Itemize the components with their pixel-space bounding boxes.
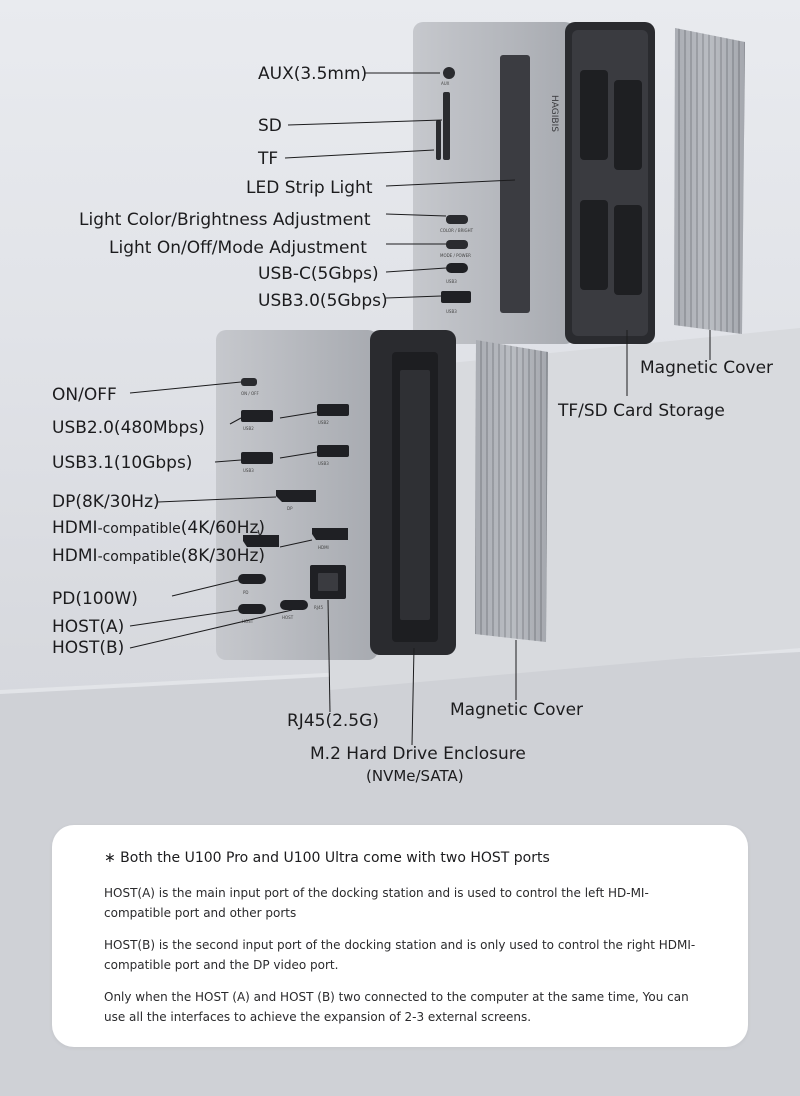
host-a-mark: HOST [242, 619, 254, 624]
pd-mark: PD [243, 590, 249, 595]
label-dp: DP(8K/30Hz) [52, 492, 160, 512]
dp-port [276, 490, 316, 502]
label-hdmi-8k: HDMI-compatible(8K/30Hz) [52, 546, 265, 567]
leader-lines [129, 72, 711, 746]
top-device: HAGIBIS AUX COLOR / BRIGHT MODE / POWER … [413, 22, 655, 344]
label-sd: SD [258, 116, 282, 136]
label-rj45: RJ45(2.5G) [287, 711, 379, 731]
dp-mark: DP [287, 506, 293, 511]
label-usb31: USB3.1(10Gbps) [52, 453, 193, 473]
tf-slot [436, 120, 441, 160]
on-off-mark: ON / OFF [241, 391, 259, 396]
usb3-top-mark-2: USB3 [446, 309, 457, 314]
on-off-switch [241, 378, 257, 386]
hdmi-mark: HDMI [318, 545, 329, 550]
label-hdmi-4k: HDMI-compatible(4K/60Hz) [52, 518, 265, 539]
label-aux: AUX(3.5mm) [258, 64, 368, 84]
hdmi-port-right [312, 528, 348, 540]
host-a-port [238, 604, 266, 614]
label-led-strip: LED Strip Light [246, 178, 373, 198]
usb2-port-a [241, 410, 273, 422]
label-hdmi-8k-mid: -compatible [97, 549, 181, 565]
brand-mark: HAGIBIS [549, 95, 559, 132]
label-usbc-top: USB-C(5Gbps) [258, 264, 379, 284]
label-light-mode: Light On/Off/Mode Adjustment [109, 238, 367, 258]
hdmi-port-left [243, 535, 279, 547]
label-pd: PD(100W) [52, 589, 138, 609]
color-bright-button [446, 215, 468, 224]
label-on-off: ON/OFF [52, 385, 117, 405]
usb3-top-mark: USB3 [446, 279, 457, 284]
host-b-port [280, 600, 308, 610]
label-usb30-top: USB3.0(5Gbps) [258, 291, 388, 311]
label-hdmi-8k-suffix: (8K/30Hz) [180, 546, 266, 566]
host-b-mark: HOST [282, 615, 294, 620]
label-m2-enclosure: M.2 Hard Drive Enclosure [310, 744, 526, 764]
rj45-mark: RJ45 [314, 605, 324, 610]
note-paragraph-1: HOST(A) is the main input port of the do… [104, 886, 649, 920]
usb31-port-b [317, 445, 349, 457]
usb-c-port-top [446, 263, 468, 273]
sd-slot [443, 92, 450, 160]
mode-power-button [446, 240, 468, 249]
label-magnetic-cover-bottom: Magnetic Cover [450, 700, 584, 720]
bottom-device: ON / OFF USB2 USB2 USB3 USB3 DP HDMI PD … [216, 330, 456, 660]
usb31-port-a [241, 452, 273, 464]
magnetic-cover-top [674, 28, 745, 334]
note-paragraph-2: HOST(B) is the second input port of the … [104, 938, 696, 972]
label-magnetic-cover-top: Magnetic Cover [640, 358, 774, 378]
usb3-mark-a: USB3 [243, 468, 254, 473]
label-hdmi-8k-prefix: HDMI [52, 546, 98, 566]
aux-mark: AUX [441, 81, 450, 86]
note-heading: ∗ Both the U100 Pro and U100 Ultra come … [104, 850, 550, 866]
color-bright-mark: COLOR / BRIGHT [440, 228, 474, 233]
label-light-color: Light Color/Brightness Adjustment [79, 210, 371, 230]
usb2-mark-b: USB2 [318, 420, 329, 425]
m2-slot [400, 370, 430, 620]
usb-a-port-top [441, 291, 471, 303]
pd-port [238, 574, 266, 584]
note-card: ∗ Both the U100 Pro and U100 Ultra come … [52, 825, 748, 1047]
aux-port [443, 67, 455, 79]
mode-power-mark: MODE / POWER [440, 253, 471, 258]
led-strip [500, 55, 530, 313]
label-m2-sub: (NVMe/SATA) [366, 767, 464, 785]
label-hdmi-4k-mid: -compatible [97, 521, 181, 537]
label-host-b: HOST(B) [52, 638, 125, 658]
label-tf-sd-storage: TF/SD Card Storage [558, 401, 725, 421]
usb2-mark-a: USB2 [243, 426, 254, 431]
label-hdmi-4k-suffix: (4K/60Hz) [180, 518, 266, 538]
magnetic-cover-bottom [475, 340, 548, 642]
usb3-mark-b: USB3 [318, 461, 329, 466]
label-tf: TF [258, 149, 279, 169]
card-slots [580, 70, 642, 295]
label-hdmi-4k-prefix: HDMI [52, 518, 98, 538]
usb2-port-b [317, 404, 349, 416]
note-paragraph-3: Only when the HOST (A) and HOST (B) two … [104, 990, 689, 1024]
label-usb20: USB2.0(480Mbps) [52, 418, 205, 438]
label-host-a: HOST(A) [52, 617, 125, 637]
